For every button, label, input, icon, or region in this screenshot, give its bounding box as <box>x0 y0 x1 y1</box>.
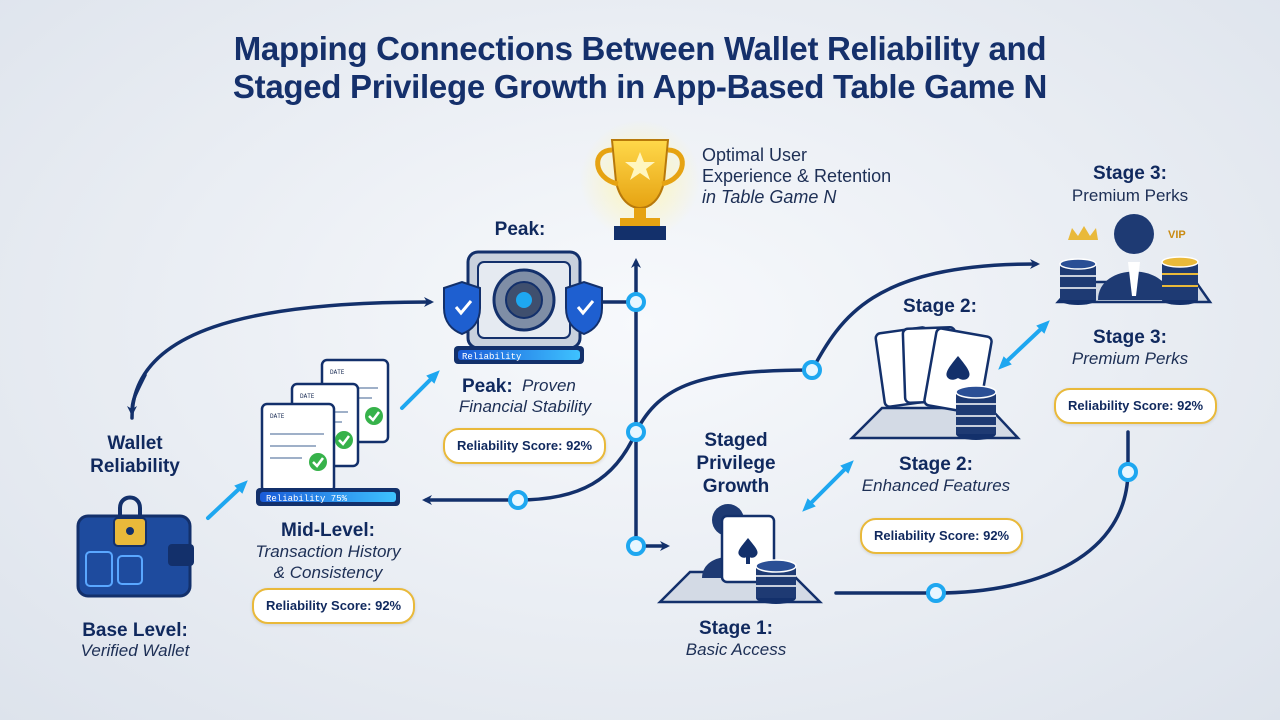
peak-top-label: Peak: <box>494 219 546 240</box>
accent-arrows <box>206 320 1050 520</box>
mid-progress-bar: Reliability 75% <box>256 488 400 506</box>
stage3-score-badge: Reliability Score: 92% <box>1054 388 1218 424</box>
connector-nodes <box>508 292 1138 603</box>
stage1-title: Stage 1: <box>699 618 773 639</box>
wallet-heading-line1: Wallet <box>107 433 163 454</box>
stage3-title: Stage 3: <box>1093 327 1167 348</box>
base-level-subtitle: Verified Wallet <box>80 641 190 660</box>
goal-line1: Optimal User <box>702 145 808 165</box>
peak-subtitle-line2: Financial Stability <box>458 397 592 416</box>
vault-icon <box>443 250 603 350</box>
peak-bar-text: Reliability <box>462 352 522 362</box>
mid-level-score-badge: Reliability Score: 92% <box>252 588 416 624</box>
privilege-heading-line1: Staged <box>704 430 768 451</box>
goal-line3: in Table Game N <box>702 187 837 207</box>
stage1-subtitle: Basic Access <box>685 640 787 659</box>
wallet-heading-line2: Reliability <box>90 456 180 477</box>
mid-level-subtitle-line1: Transaction History <box>255 542 401 561</box>
documents-icon: DATE DATE DATE <box>260 358 390 494</box>
path-stage1-to-right <box>834 430 1130 595</box>
peak-subtitle-line1: Proven <box>522 376 576 395</box>
peak-score-badge: Reliability Score: 92% <box>443 428 607 464</box>
mid-bar-text: Reliability 75% <box>266 494 348 504</box>
base-level-title: Base Level: <box>82 620 188 641</box>
stage2-title: Stage 2: <box>899 454 973 475</box>
privilege-heading-line2: Privilege <box>696 453 776 474</box>
stage2-cards-icon <box>848 326 1021 440</box>
privilege-heading-line3: Growth <box>702 476 770 497</box>
mid-level-title: Mid-Level: <box>281 520 375 541</box>
vip-label: VIP <box>1168 229 1186 241</box>
diagram-title-line2: Staged Privilege Growth in App-Based Tab… <box>232 68 1048 105</box>
stage2-top-label: Stage 2: <box>903 296 977 317</box>
mid-level-subtitle-line2: & Consistency <box>273 563 383 582</box>
wallet-icon <box>76 495 194 598</box>
diagram-title-line1: Mapping Connections Between Wallet Relia… <box>233 30 1047 67</box>
arrow-into-wallet <box>127 373 147 416</box>
stage3-top-title: Stage 3: <box>1093 163 1167 184</box>
peak-progress-bar: Reliability <box>454 346 584 364</box>
stage3-top-subtitle: Premium Perks <box>1071 186 1189 205</box>
stage2-subtitle: Enhanced Features <box>861 476 1011 495</box>
stage2-score-badge: Reliability Score: 92% <box>860 518 1024 554</box>
stage3-subtitle: Premium Perks <box>1071 349 1189 368</box>
svg-text:DATE: DATE <box>300 393 315 400</box>
stage1-player-icon <box>656 504 824 604</box>
crown-icon <box>1068 226 1098 240</box>
trophy-icon <box>580 120 700 240</box>
peak-title: Peak: <box>462 376 513 397</box>
svg-text:DATE: DATE <box>330 369 345 376</box>
stage3-vip-icon: VIP <box>1055 214 1213 305</box>
goal-line2: Experience & Retention <box>702 166 892 186</box>
svg-text:DATE: DATE <box>270 413 285 420</box>
